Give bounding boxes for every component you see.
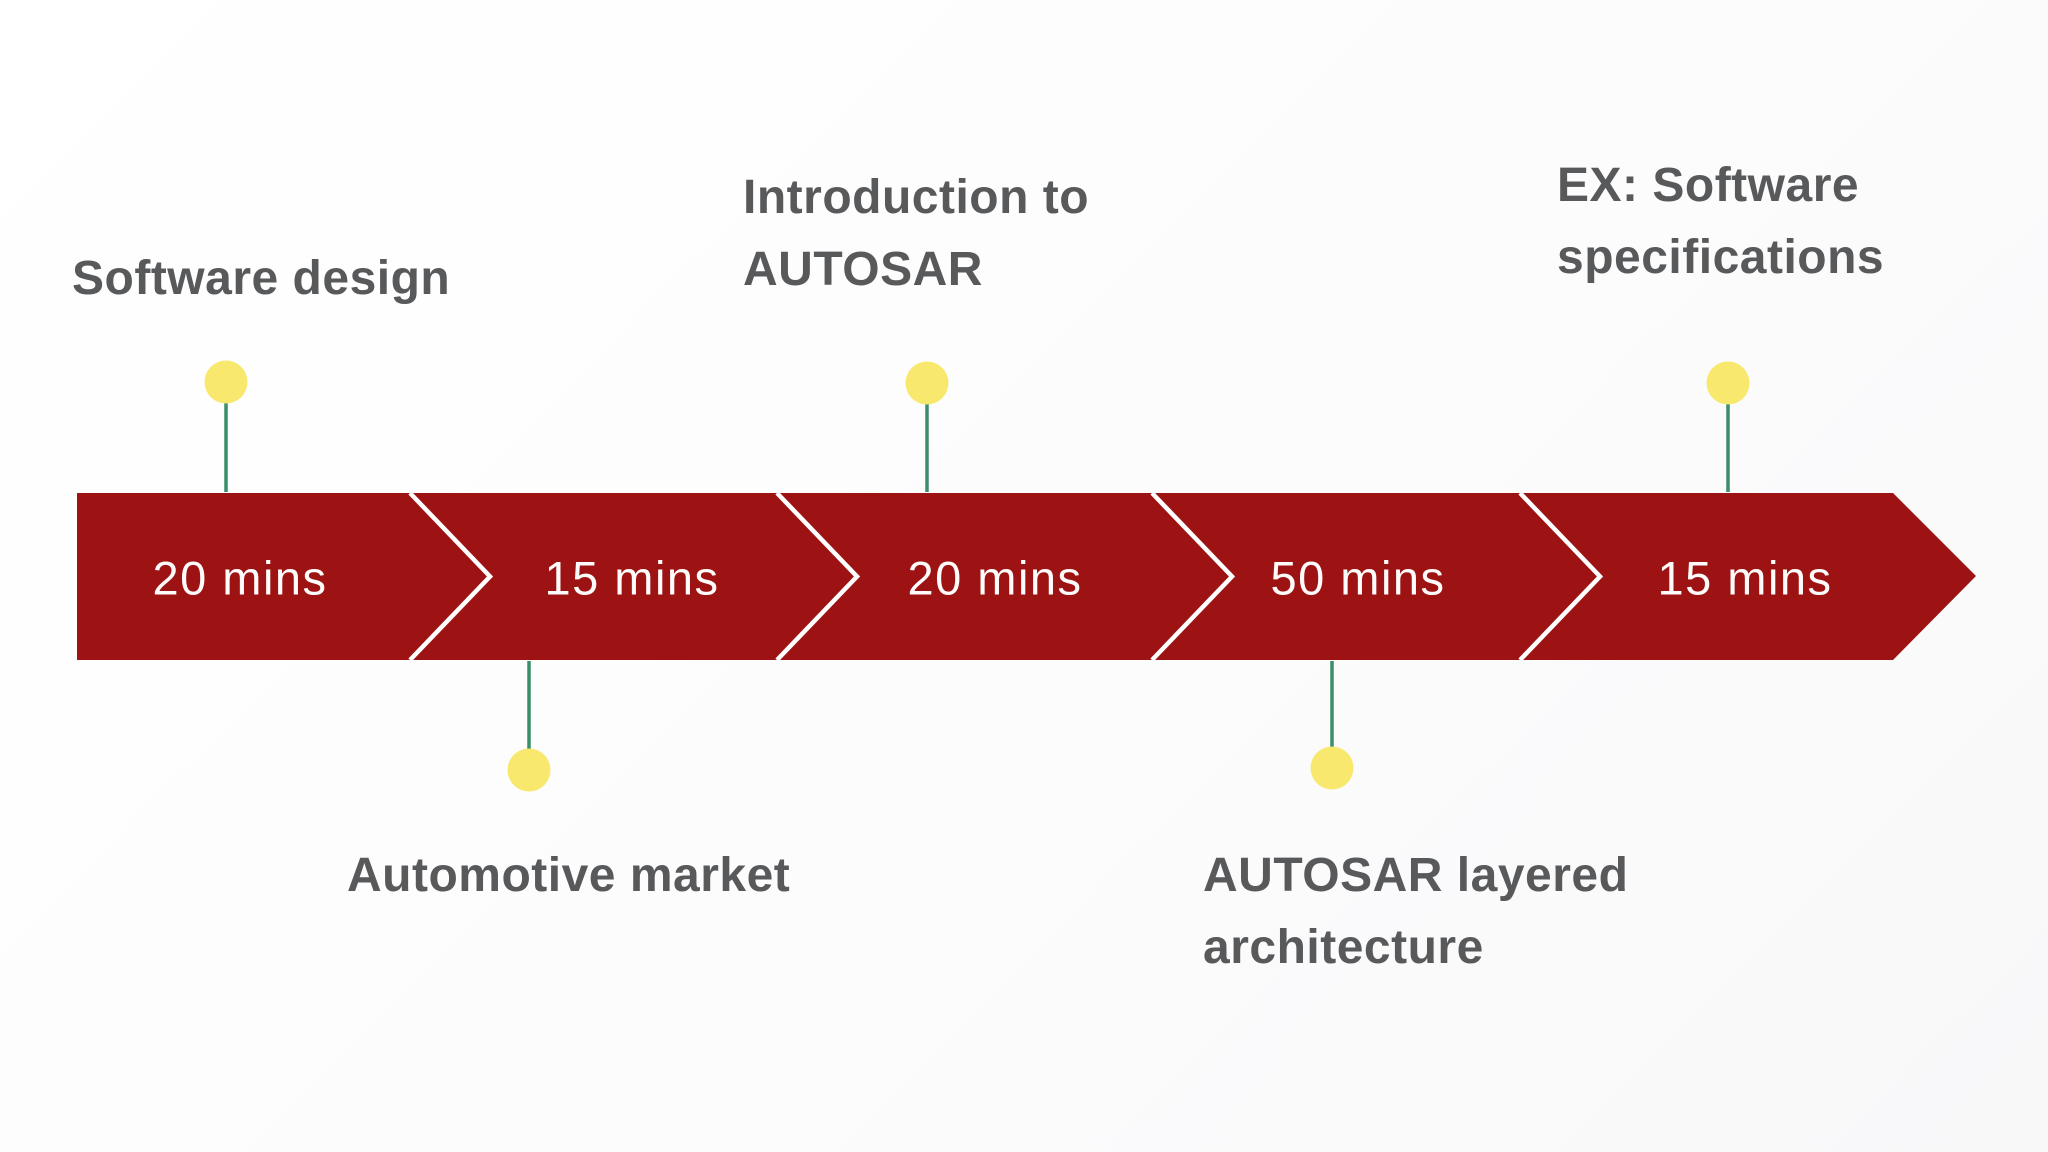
chevron-separator	[1150, 491, 1236, 662]
milestone-dot	[204, 360, 248, 404]
segment-duration-4: 50 mins	[1270, 551, 1446, 605]
milestone-label-introduction-to-autosar: Introduction to AUTOSAR	[743, 162, 1089, 306]
milestone-label-line: AUTOSAR	[743, 243, 983, 296]
milestone-label-ex-software-specifications: EX: Software specifications	[1557, 150, 1884, 294]
segment-duration-5: 15 mins	[1657, 551, 1833, 605]
segment-duration-1: 20 mins	[152, 551, 328, 605]
milestone-dot	[1310, 746, 1354, 790]
chevron-separator	[1518, 491, 1604, 662]
arrow-band-shape	[77, 493, 1976, 660]
milestone-dot	[507, 748, 551, 792]
segment-duration-2: 15 mins	[544, 551, 720, 605]
milestone-dot	[905, 361, 949, 405]
milestone-label-line: architecture	[1203, 921, 1484, 974]
milestone-label-line: EX: Software	[1557, 159, 1860, 212]
milestone-label-autosar-layered-architecture: AUTOSAR layered architecture	[1203, 840, 1628, 984]
milestone-label-line: Software design	[72, 252, 451, 305]
milestone-label-software-design: Software design	[72, 243, 450, 315]
milestone-dot	[1706, 361, 1750, 405]
milestone-label-line: Automotive market	[347, 849, 791, 902]
milestone-label-line: specifications	[1557, 231, 1885, 284]
chevron-separator	[408, 491, 494, 662]
milestone-label-line: AUTOSAR layered	[1203, 849, 1629, 902]
chevron-separator	[775, 491, 861, 662]
milestone-label-line: Introduction to	[743, 171, 1090, 224]
milestone-label-automotive-market: Automotive market	[347, 840, 790, 912]
segment-duration-3: 20 mins	[907, 551, 1083, 605]
